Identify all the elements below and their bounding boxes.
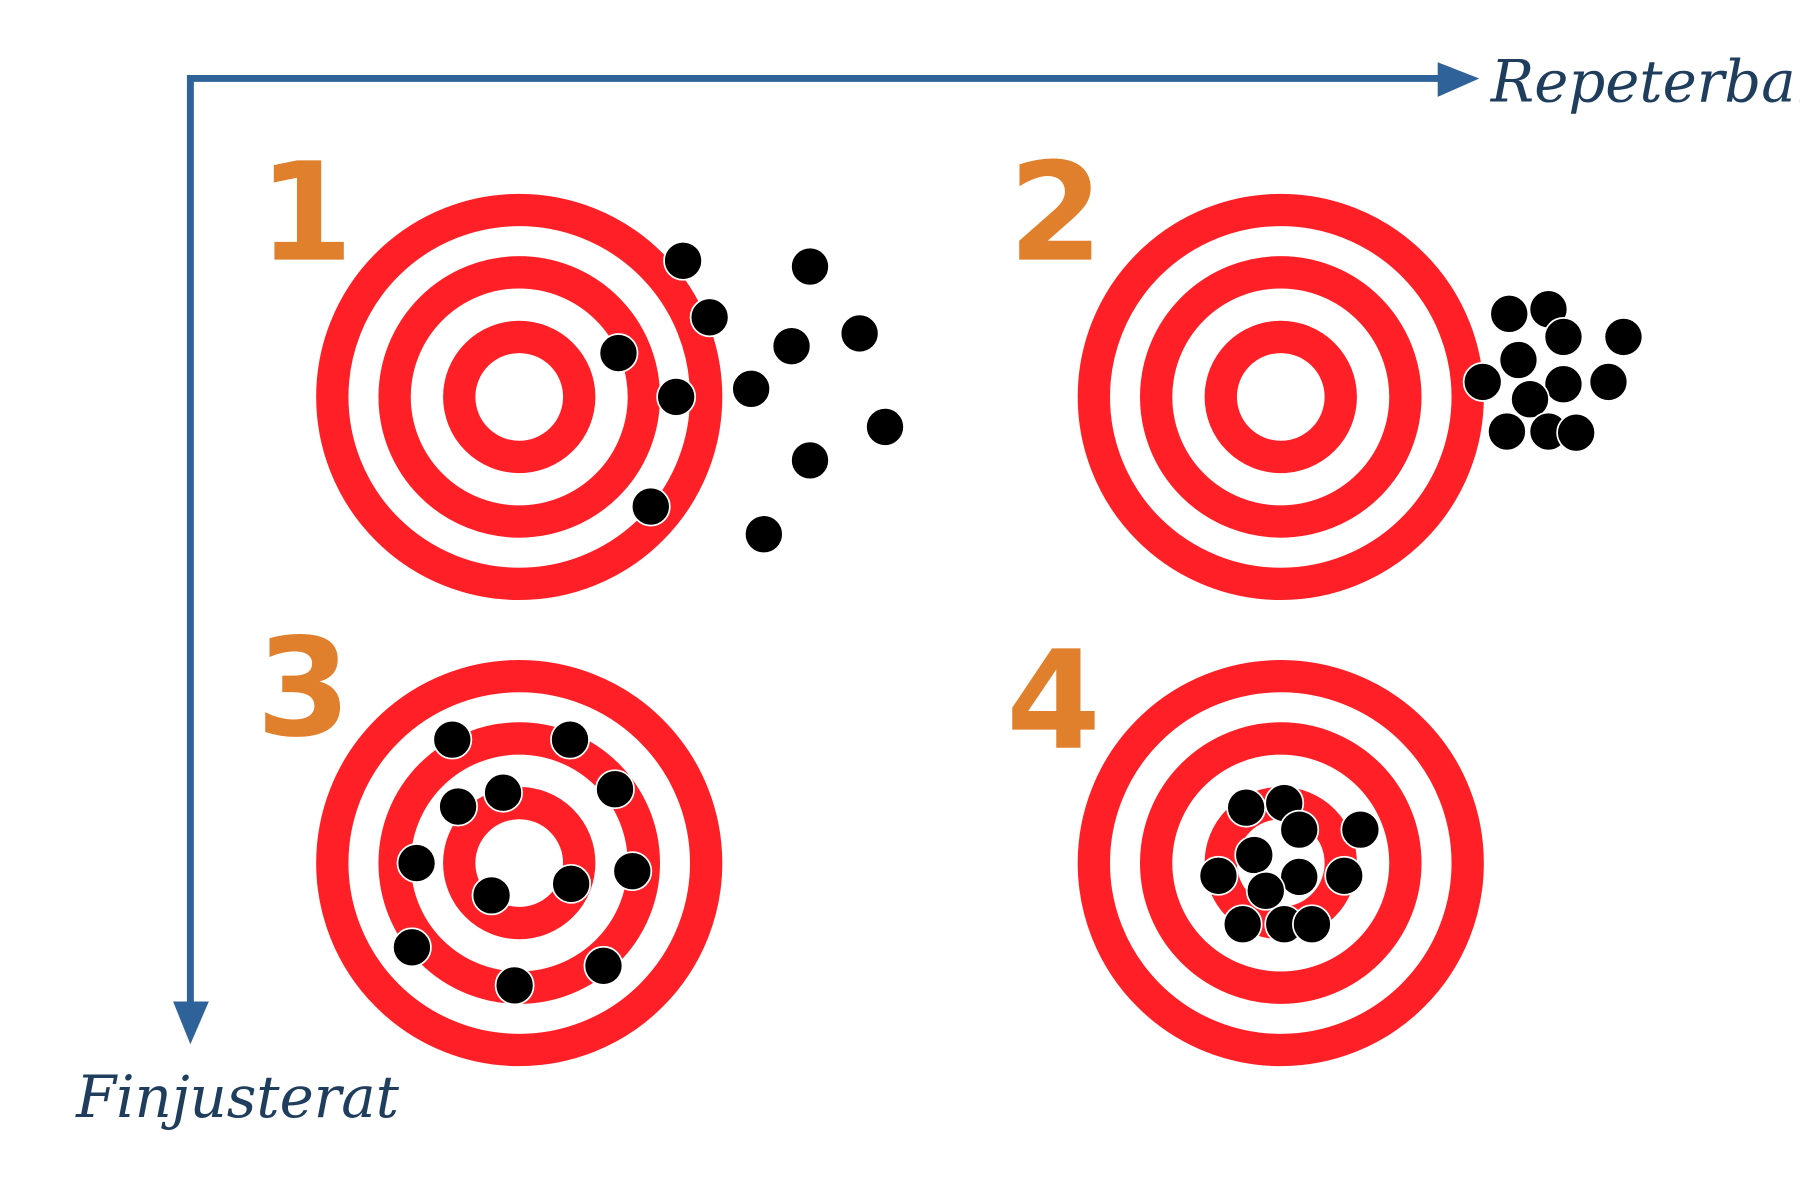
shot-hit	[583, 945, 624, 986]
target-number-3: 3	[256, 610, 351, 768]
shot-hit	[656, 377, 697, 417]
shot-hit	[396, 843, 437, 883]
target-ring	[378, 256, 660, 538]
vertical-axis: Finjusterat	[75, 75, 400, 1131]
shot-hit	[663, 240, 703, 281]
shot-hit	[612, 851, 653, 892]
shot-hit	[1279, 857, 1320, 897]
shot-hit	[1498, 340, 1539, 380]
target-ring	[316, 659, 723, 1067]
shot-hit	[1324, 855, 1365, 896]
shot-hit	[839, 313, 880, 354]
shot-hit	[1487, 411, 1527, 452]
shot-hit	[1245, 870, 1286, 911]
shot-hit	[550, 719, 590, 760]
shot-hit	[471, 875, 512, 916]
shot-hit	[392, 927, 432, 968]
shot-hit	[1588, 362, 1629, 402]
shot-hit	[1489, 293, 1530, 334]
target-ring	[1140, 722, 1422, 1004]
shot-hit	[1603, 317, 1644, 357]
vertical-axis-label: Finjusterat	[75, 1063, 400, 1131]
shot-hit	[1234, 835, 1275, 875]
shot-hit	[1292, 904, 1332, 945]
target-ring	[1204, 320, 1357, 474]
shot-hit	[432, 719, 473, 760]
arrow-right-icon	[1437, 62, 1480, 97]
shot-hit	[743, 514, 784, 555]
shot-hit	[438, 786, 478, 827]
shot-hit	[790, 440, 830, 481]
shot-hit	[598, 333, 639, 373]
shot-hit	[1556, 412, 1597, 453]
shot-hit	[1543, 364, 1584, 405]
horizontal-axis-label: Repeterbart	[1490, 48, 1800, 116]
shot-hit	[790, 246, 830, 287]
target-3	[316, 659, 723, 1067]
shot-hit	[595, 769, 635, 810]
horizontal-axis: Repeterbart	[190, 48, 1800, 116]
shot-hit	[1543, 317, 1584, 357]
target-number-4: 4	[1006, 623, 1101, 781]
target-ring	[1077, 659, 1484, 1067]
target-4	[1077, 659, 1484, 1067]
shot-hit	[1222, 904, 1263, 945]
shot-hit	[865, 407, 905, 447]
shot-hit	[551, 863, 592, 904]
shot-hit	[771, 326, 812, 367]
shot-hit	[1279, 809, 1320, 850]
shot-hit	[1462, 362, 1503, 402]
shot-hit	[494, 965, 535, 1006]
arrow-down-icon	[173, 1001, 209, 1045]
target-number-2: 2	[1008, 135, 1103, 293]
shot-hit	[1226, 787, 1267, 828]
shot-hit	[1340, 809, 1381, 850]
shot-hit	[1198, 855, 1239, 896]
target-number-1: 1	[258, 135, 353, 293]
target-1	[316, 193, 905, 600]
shot-hit	[731, 368, 772, 409]
shot-hit	[689, 297, 730, 338]
target-ring	[316, 193, 723, 600]
shot-hit	[630, 486, 671, 527]
shot-hit	[483, 772, 523, 813]
target-ring	[1140, 256, 1422, 538]
shot-hit	[1510, 379, 1550, 420]
target-ring	[443, 320, 596, 474]
target-2	[1077, 193, 1644, 600]
target-ring	[1077, 193, 1484, 600]
